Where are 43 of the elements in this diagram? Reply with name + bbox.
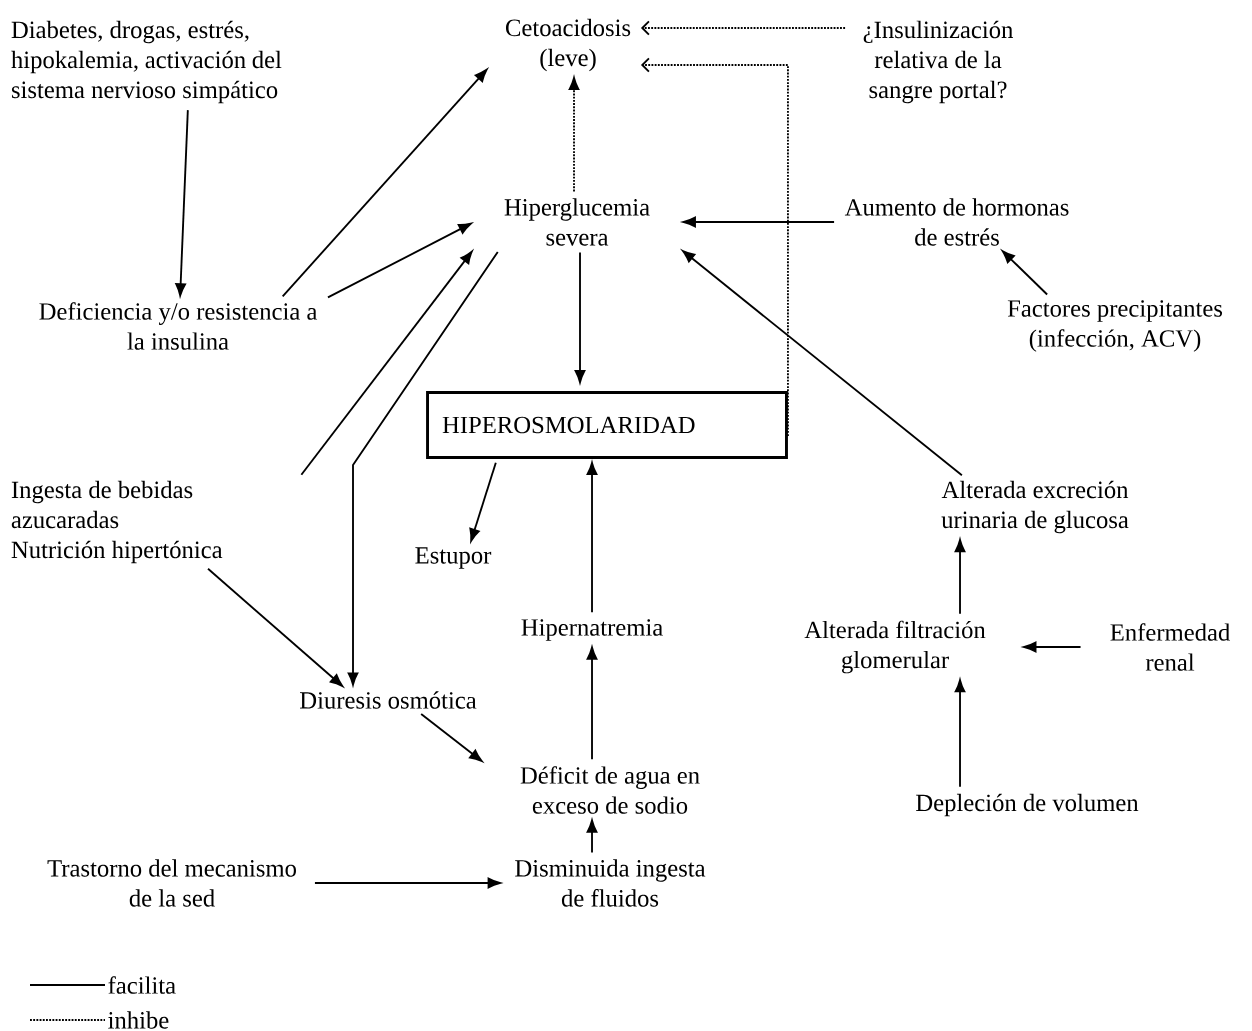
node-label: Disminuida ingesta de fluidos xyxy=(515,859,706,907)
node-label: Diabetes, drogas, estrés, hipokalemia, activación del sistema nervioso simpático xyxy=(11,20,282,104)
process-box: HIPEROSMOLARIDAD xyxy=(426,391,788,459)
node-label: Diuresis osmótica xyxy=(300,691,477,709)
arrow xyxy=(347,251,499,686)
arrow xyxy=(586,646,598,761)
node-label: Factores precipitantes (infección, ACV) xyxy=(1007,300,1223,352)
arrow xyxy=(314,877,501,889)
node-label: Deficiencia y/o resistencia a la insulina xyxy=(39,302,318,350)
node-label: Alterada filtración glomerular xyxy=(804,620,986,674)
arrow xyxy=(954,679,966,788)
node-label: Déficit de agua en exceso de sodio xyxy=(520,766,700,814)
legend-label: facilita xyxy=(108,976,176,994)
arrow xyxy=(640,20,846,36)
node-label: Estupor xyxy=(415,547,492,569)
arrow xyxy=(682,250,963,477)
arrow xyxy=(574,251,586,384)
arrow xyxy=(300,250,473,476)
node-label: Aumento de hormonas de estrés xyxy=(844,198,1069,246)
arrow xyxy=(640,57,789,437)
node-label: Trastorno del mecanismo de la sed xyxy=(47,859,296,907)
arrow xyxy=(586,461,598,614)
node-label: ¿Insulinización relativa de la sangre portal? xyxy=(863,20,1013,104)
arrow xyxy=(682,216,835,228)
node-label: Ingesta de bebidas azucaradas Nutrición hipertónica xyxy=(11,480,223,564)
node-label: Depleción de volumen xyxy=(916,793,1139,817)
arrow xyxy=(954,539,966,615)
arrow xyxy=(568,77,580,193)
node-label: Alterada excreción urinaria de glucosa xyxy=(941,480,1129,534)
node-label: Hipernatremia xyxy=(521,619,663,641)
arrow xyxy=(327,222,472,299)
arrow xyxy=(207,567,344,687)
node-label: Enfermedad renal xyxy=(1110,623,1230,671)
arrow xyxy=(281,68,488,298)
arrow xyxy=(175,109,189,297)
node-label: Hiperglucemia severa xyxy=(504,198,650,246)
arrow xyxy=(1023,641,1082,653)
arrow xyxy=(586,819,598,854)
legend-label: inhibe xyxy=(108,1011,169,1029)
node-label: Cetoacidosis (leve) xyxy=(506,18,631,72)
arrow xyxy=(469,461,497,542)
arrow xyxy=(420,713,483,762)
arrow xyxy=(1001,250,1049,296)
